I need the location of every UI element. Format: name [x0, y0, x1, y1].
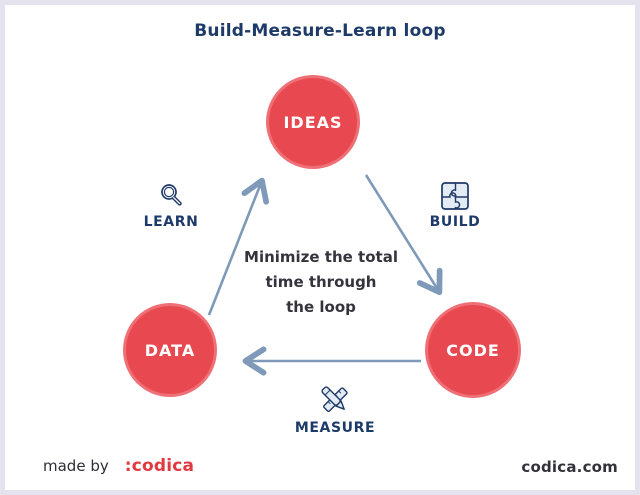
node-code: CODE — [425, 302, 521, 398]
website-url: codica.com — [521, 458, 618, 476]
made-by-credit: made by :codica — [43, 456, 194, 476]
codica-logo: :codica — [124, 456, 195, 476]
page-title: Build-Measure-Learn loop — [194, 21, 446, 41]
node-ideas: IDEAS — [266, 75, 360, 169]
step-measure-label: MEASURE — [294, 420, 376, 436]
center-message-line1: Minimize the total — [244, 248, 398, 266]
puzzle-icon — [441, 182, 469, 210]
center-message-line3: the loop — [286, 298, 356, 316]
center-message-line2: time through — [265, 273, 377, 291]
node-data-label: DATA — [144, 340, 196, 360]
step-build: BUILD — [419, 181, 491, 230]
made-by-text: made by — [43, 457, 109, 475]
node-data: DATA — [123, 303, 217, 397]
center-message: Minimize the total time through the loop — [205, 245, 437, 320]
magnifier-icon — [161, 184, 182, 206]
node-ideas-label: IDEAS — [283, 112, 343, 132]
step-build-label: BUILD — [429, 214, 481, 230]
pencil-ruler-icon — [321, 386, 348, 412]
node-code-label: CODE — [446, 340, 500, 360]
step-measure: MEASURE — [293, 385, 377, 436]
step-learn-label: LEARN — [143, 214, 199, 230]
step-learn: LEARN — [135, 181, 207, 230]
